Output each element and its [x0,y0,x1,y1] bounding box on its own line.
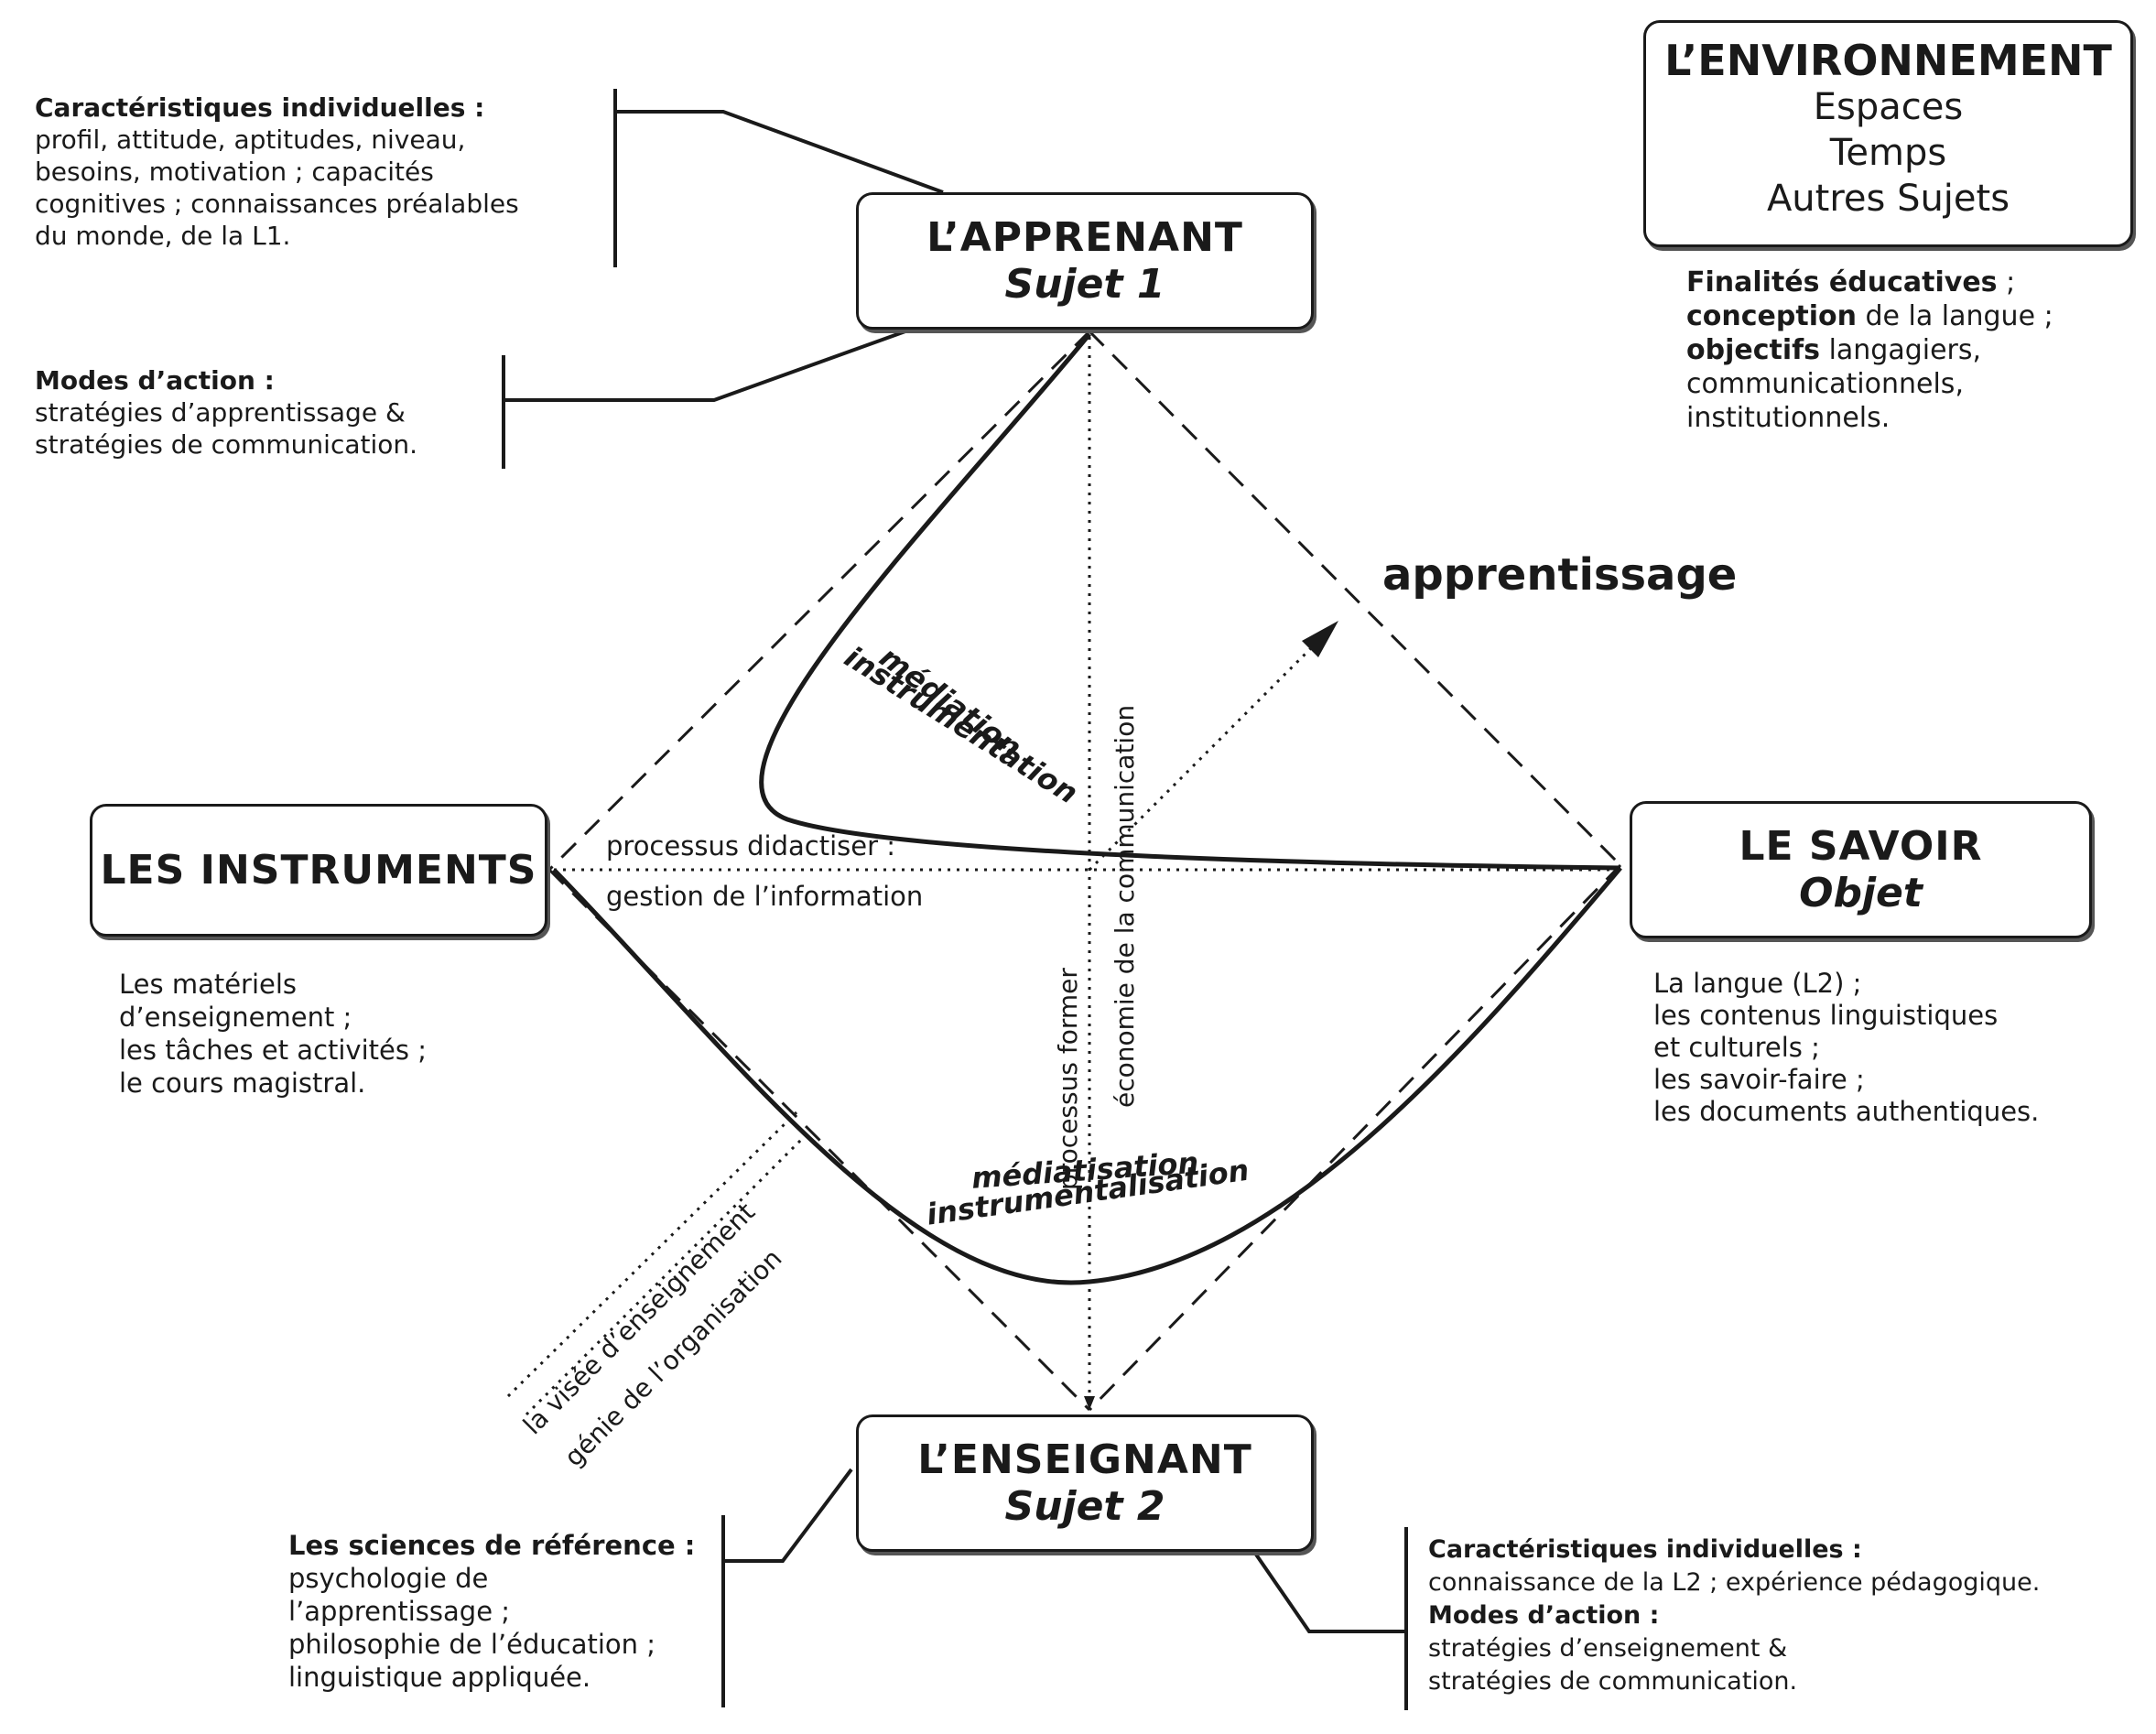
finalites-line1-rest: ; [1997,266,2016,298]
curve-mediation [759,332,1621,871]
savoir-desc-line: et culturels ; [1653,1032,1820,1063]
enseignant-caract-leader [1252,1550,1406,1633]
enseignant-modes-line: stratégies d’enseignement & [1428,1634,1788,1663]
environment-line-temps: Temps [1829,132,1947,174]
economie-label: économie de la communication [1110,704,1140,1108]
instruments-desc: Les matériels d’enseignement ; les tâche… [119,968,427,1100]
apprenant-modes-line: stratégies d’apprentissage & [35,397,406,428]
apprentissage-arrowhead [1302,621,1338,657]
environment-title: L’ENVIRONNEMENT [1664,36,2112,85]
instruments-desc-line: Les matériels [119,969,298,1000]
dashed-diamond [547,330,1622,1412]
apprenant-caract-line: profil, attitude, aptitudes, niveau, [35,125,466,155]
visee-line-2 [525,1133,807,1416]
finalites-heading: Finalités éducatives [1686,266,1998,298]
savoir-desc-line: La langue (L2) ; [1653,968,1862,999]
curve-mediatisation [552,866,1622,1285]
savoir-desc-line: les contenus linguistiques [1653,1000,1999,1031]
apprenant-subtitle: Sujet 1 [1004,261,1165,308]
instruments-desc-line: le cours magistral. [119,1067,366,1099]
edge-apprenant-savoir [1088,330,1622,867]
enseignant-modes-line: stratégies de communication. [1428,1667,1798,1696]
solid-curves [552,332,1622,1285]
sciences-line: philosophie de l’éducation ; [288,1629,656,1660]
apprenant-title: L’APPRENANT [926,214,1243,261]
savoir-desc: La langue (L2) ; les contenus linguistiq… [1653,968,2039,1128]
apprentissage-label: apprentissage [1382,549,1738,601]
savoir-desc-line: les savoir-faire ; [1653,1064,1865,1095]
finalites-line4: communicationnels, [1686,368,1964,400]
instruments-title: LES INSTRUMENTS [100,847,537,894]
sciences-heading: Les sciences de référence : [288,1530,696,1561]
apprenant-caract-line: cognitives ; connaissances préalables [35,189,519,219]
sciences-leader [723,1468,853,1563]
leader-lines [502,89,1408,1710]
sciences-note: Les sciences de référence : psychologie … [288,1529,695,1694]
apprenant-modes-leader [504,326,916,402]
objectifs-label: objectifs [1686,334,1821,366]
savoir-box: LE SAVOIR Objet [1630,801,2092,938]
edge-apprenant-instruments [547,330,1091,872]
apprenant-caract-heading: Caractéristiques individuelles : [35,92,485,123]
edge-instruments-enseignant [547,868,1091,1412]
apprenant-modes-note: Modes d’action : stratégies d’apprentiss… [35,364,417,461]
finalites-note: Finalités éducatives ; conception de la … [1686,266,2053,435]
savoir-title: LE SAVOIR [1739,823,1983,870]
apprenant-modes-line: stratégies de communication. [35,429,418,460]
instruments-box: LES INSTRUMENTS [90,804,547,937]
finalites-line2-rest: de la langue ; [1856,300,2053,332]
sciences-line: psychologie de [288,1563,489,1594]
finalites-line5: institutionnels. [1686,402,1891,434]
enseignant-caract-note: Caractéristiques individuelles : connais… [1428,1534,2040,1698]
apprenant-caract-note: Caractéristiques individuelles : profil,… [35,92,519,252]
dotted-axes [506,337,1616,1416]
enseignant-title: L’ENSEIGNANT [917,1436,1252,1483]
enseignant-caract-line1: connaissance de la L2 ; expérience pédag… [1428,1568,2041,1597]
apprenant-caract-line: besoins, motivation ; capacités [35,157,434,187]
apprenant-caract-leader [615,110,944,194]
conception-label: conception [1686,300,1857,332]
apprenant-box: L’APPRENANT Sujet 1 [856,192,1314,330]
savoir-subtitle: Objet [1799,870,1923,916]
environment-line-autres-sujets: Autres Sujets [1766,178,2010,220]
environment-box: L’ENVIRONNEMENT Espaces Temps Autres Suj… [1643,20,2133,247]
instruments-desc-line: les tâches et activités ; [119,1035,427,1066]
vertical-arrowhead [1084,1396,1095,1410]
processus-didactiser-label: processus didactiser : [606,830,896,862]
apprenant-modes-heading: Modes d’action : [35,365,275,396]
visee-line-1 [506,1111,798,1398]
enseignant-box: L’ENSEIGNANT Sujet 2 [856,1414,1314,1552]
enseignant-modes-heading: Modes d’action : [1428,1601,1660,1630]
sciences-line: l’apprentissage ; [288,1596,511,1627]
enseignant-caract-heading: Caractéristiques individuelles : [1428,1535,1862,1564]
edge-savoir-enseignant [1088,863,1622,1412]
enseignant-subtitle: Sujet 2 [1004,1483,1165,1530]
finalites-line3-rest: langagiers, [1820,334,1982,366]
apprenant-caract-line: du monde, de la L1. [35,221,291,251]
instruments-desc-line: d’enseignement ; [119,1002,352,1033]
gestion-information-label: gestion de l’information [606,881,924,912]
sciences-line: linguistique appliquée. [288,1662,591,1693]
environment-line-espaces: Espaces [1813,86,1964,128]
savoir-desc-line: les documents authentiques. [1653,1096,2040,1127]
